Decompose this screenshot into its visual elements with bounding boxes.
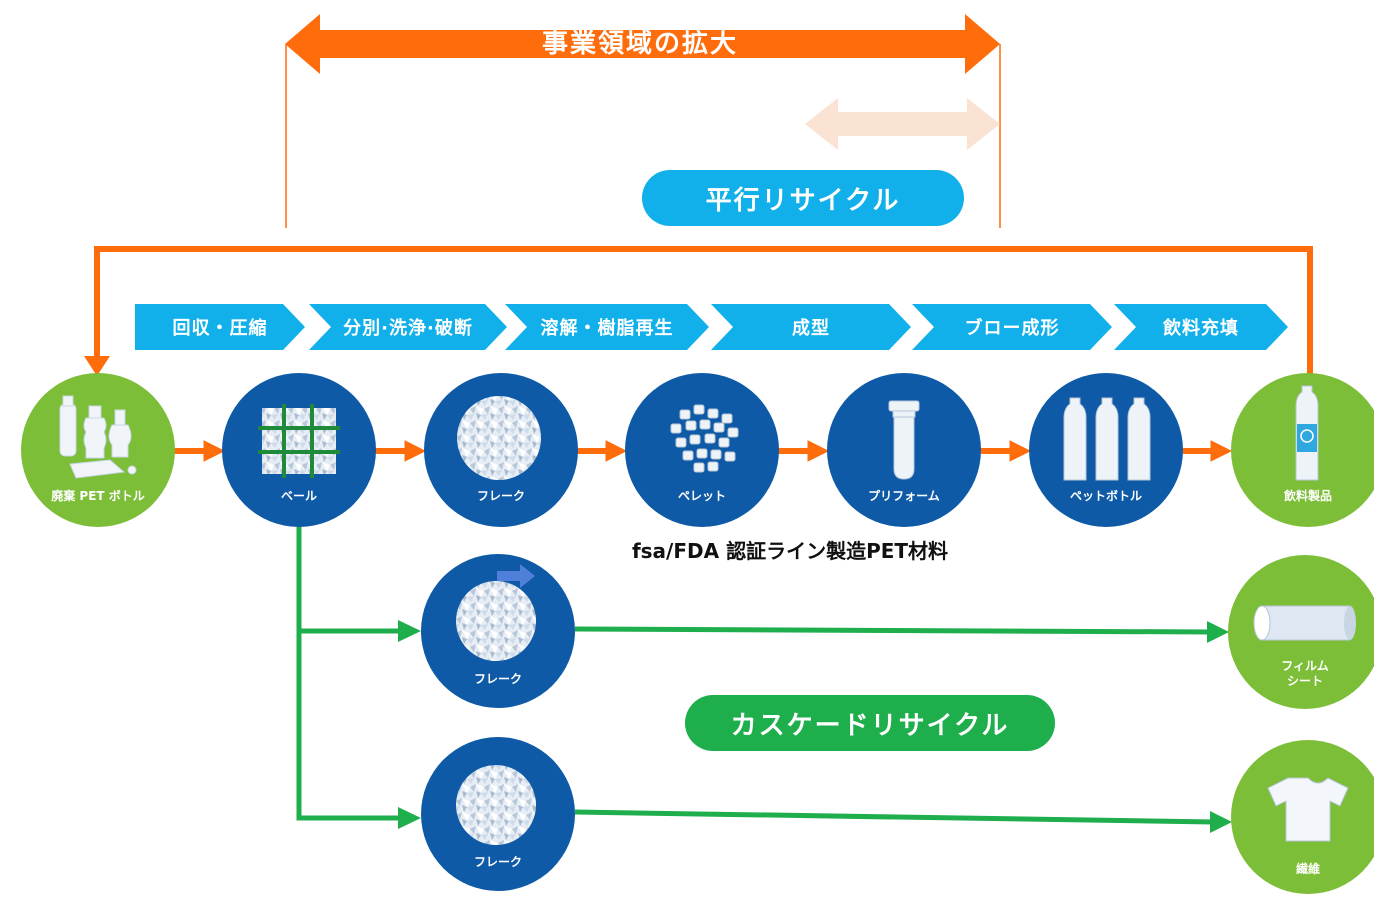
flakes-icon [456,581,536,661]
pellets-icon [670,404,739,473]
node-label-bale: ベール [280,489,317,503]
certified-material-label: fsa/FDA 認証ライン製造PET材料 [631,539,949,563]
step-molding: 成型 [711,304,911,350]
node-label-pet-bottles: ペットボトル [1069,489,1142,503]
node-label-preform: プリフォーム [868,489,940,503]
preform-icon [888,400,920,480]
node-label-waste-bottles: 廃棄 PET ボトル [51,489,145,503]
parallel-recycle-badge: 平行リサイクル [642,170,964,226]
node-label-film: フィルム [1281,659,1329,673]
cascade-recycle-badge: カスケードリサイクル [685,695,1055,751]
expansion-label: 事業領域の拡大 [541,29,738,59]
main-flow-arrows [173,440,1233,462]
step-blow-molding: ブロー成形 [912,304,1112,350]
step-melt-regenerate: 溶解・樹脂再生 [505,304,709,350]
flow-direction-icon [497,564,535,588]
parallel-range-arrow [805,98,1000,150]
bale-icon [258,404,340,478]
waste-bottles-icon [59,395,137,479]
node-label-cascade-flakes-1: フレーク [473,672,522,686]
node-label-cascade-flakes-2: フレーク [473,855,522,869]
node-label-flakes: フレーク [476,489,525,503]
cascade-flow-lines [296,525,1232,833]
node-label-sheet: シート [1286,674,1323,688]
node-label-pellets: ペレット [677,489,726,503]
loop-arrowhead [84,356,110,376]
parallel-loop-line [94,246,1313,382]
step-beverage-filling: 飲料充填 [1114,304,1288,350]
film-roll-icon [1253,605,1356,641]
step-collect-compress: 回収・圧縮 [135,304,305,350]
flakes-icon [456,765,536,845]
pet-bottles-icon [1063,397,1151,481]
node-label-fiber: 繊維 [1295,862,1320,876]
beverage-bottle-icon [1295,385,1319,481]
expansion-arrow [285,14,1001,228]
flakes-icon [457,396,541,480]
t-shirt-icon [1267,777,1349,842]
node-label-beverage: 飲料製品 [1283,489,1332,503]
step-sort-wash-crush: 分別·洗浄·破断 [309,304,507,350]
